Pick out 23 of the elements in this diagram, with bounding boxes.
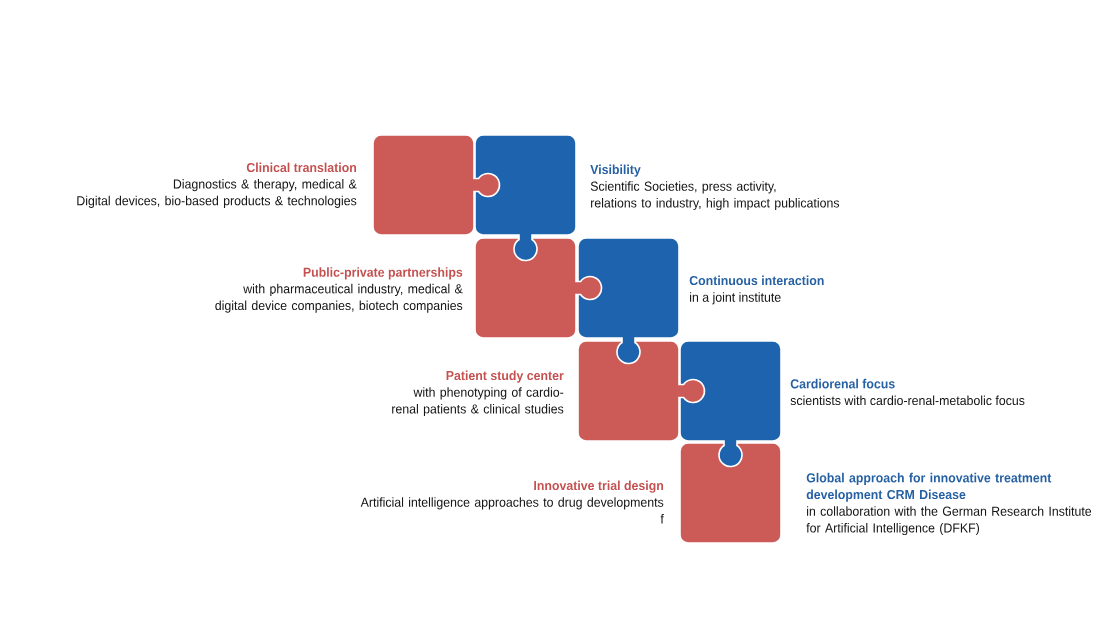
description: in collaboration with the German Research Institute for Artificial Intelligence (DFKF): [806, 506, 1092, 536]
puzzle-piece: [679, 442, 782, 544]
description: scientists with cardio-renal-metabolic focus: [790, 395, 1025, 406]
heading: Global approach for innovative treatment development CRM Disease: [806, 472, 1052, 502]
heading: Innovative trial design: [534, 480, 664, 493]
puzzle-piece: [577, 237, 680, 365]
heading: Cardiorenal focus: [790, 378, 895, 389]
heading: Public-private partnerships: [303, 267, 463, 280]
heading: Clinical translation: [246, 162, 357, 173]
puzzle-piece: [474, 237, 603, 339]
heading: Patient study center: [446, 370, 564, 383]
puzzle-piece: [474, 134, 577, 262]
heading: Visibility: [590, 164, 641, 177]
puzzle-piece: [679, 340, 782, 468]
description: with phenotyping of cardio- renal patients & clinical studies: [392, 387, 564, 417]
description: with pharmaceutical industry, medical & digital device companies, biotech companies: [215, 283, 463, 313]
heading: Continuous interaction: [689, 275, 824, 286]
description: in a joint institute: [690, 292, 781, 305]
puzzle-piece: [372, 134, 501, 236]
description: Diagnostics & therapy, medical & Digital devices, bio-based products & technologies: [77, 179, 357, 208]
description: Scientific Societies, press activity, relations to industry, high impact publications: [590, 181, 840, 211]
puzzle-piece: [577, 340, 706, 442]
description: Artificial intelligence approaches to drug developments f: [360, 497, 664, 524]
